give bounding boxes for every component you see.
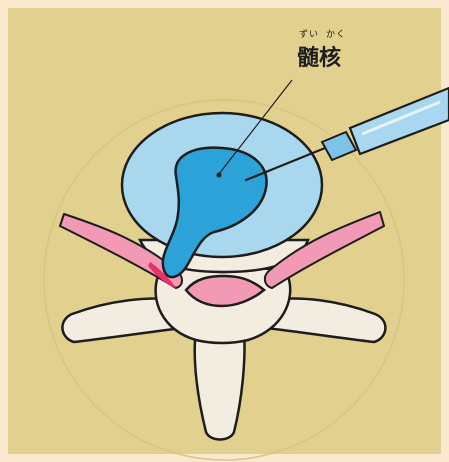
nucleus-label: 髄核 (297, 40, 341, 72)
label-ruby-zui: ずい (299, 27, 319, 40)
leader-dot (217, 173, 222, 178)
label-ruby-kaku: かく (326, 27, 346, 40)
